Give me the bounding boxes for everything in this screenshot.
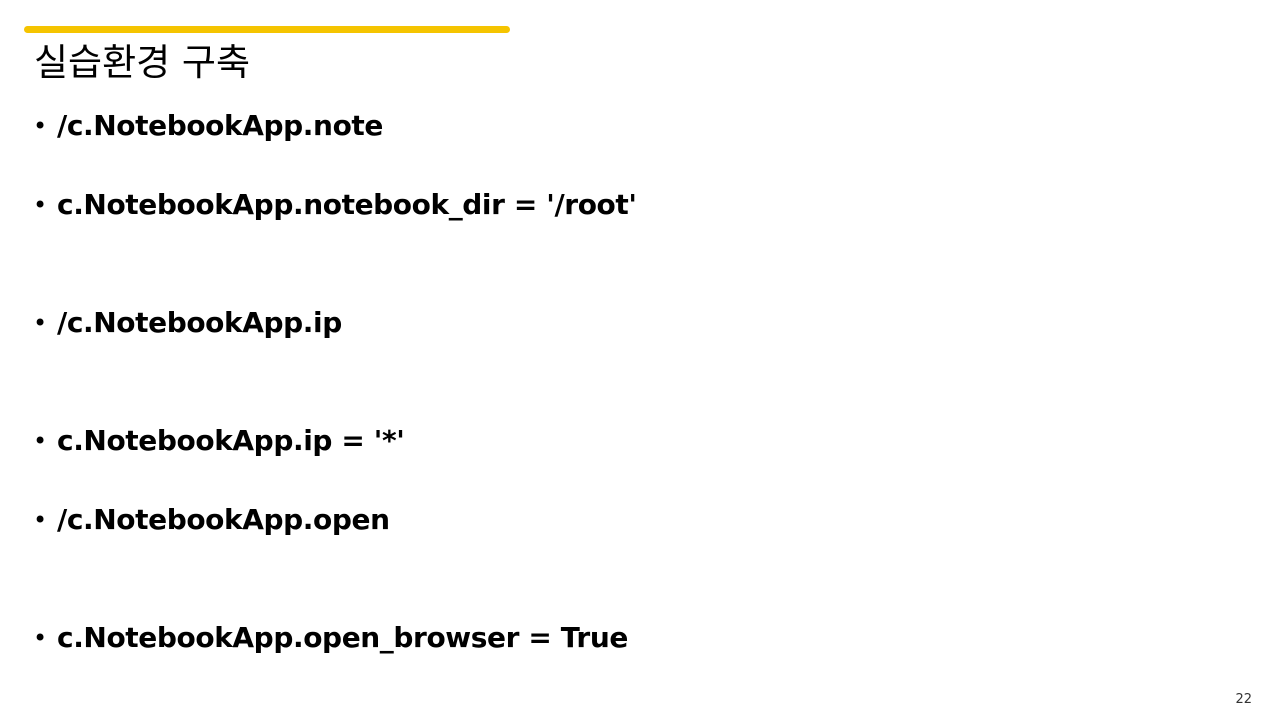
bullet-item-2: • c.NotebookApp.notebook_dir = '/root' <box>33 185 637 225</box>
slide-title: 실습환경 구축 <box>34 41 251 84</box>
bullet-item-3: • /c.NotebookApp.ip <box>33 303 342 343</box>
bullet-text: /c.NotebookApp.note <box>57 109 383 142</box>
bullet-text: /c.NotebookApp.open <box>57 503 390 536</box>
bullet-icon: • <box>33 309 48 337</box>
bullet-item-1: • /c.NotebookApp.note <box>33 106 383 146</box>
bullet-item-4: • c.NotebookApp.ip = '*' <box>33 421 405 461</box>
bullet-icon: • <box>33 624 48 652</box>
page-number: 22 <box>1235 692 1252 707</box>
bullet-text: c.NotebookApp.notebook_dir = '/root' <box>57 188 637 221</box>
bullet-icon: • <box>33 506 48 534</box>
bullet-text: c.NotebookApp.open_browser = True <box>57 621 628 654</box>
title-accent-bar <box>24 26 510 33</box>
bullet-icon: • <box>33 191 48 219</box>
bullet-item-5: • /c.NotebookApp.open <box>33 500 390 540</box>
bullet-text: c.NotebookApp.ip = '*' <box>57 424 405 457</box>
bullet-icon: • <box>33 112 48 140</box>
bullet-text: /c.NotebookApp.ip <box>57 306 342 339</box>
bullet-icon: • <box>33 427 48 455</box>
bullet-item-6: • c.NotebookApp.open_browser = True <box>33 618 628 658</box>
